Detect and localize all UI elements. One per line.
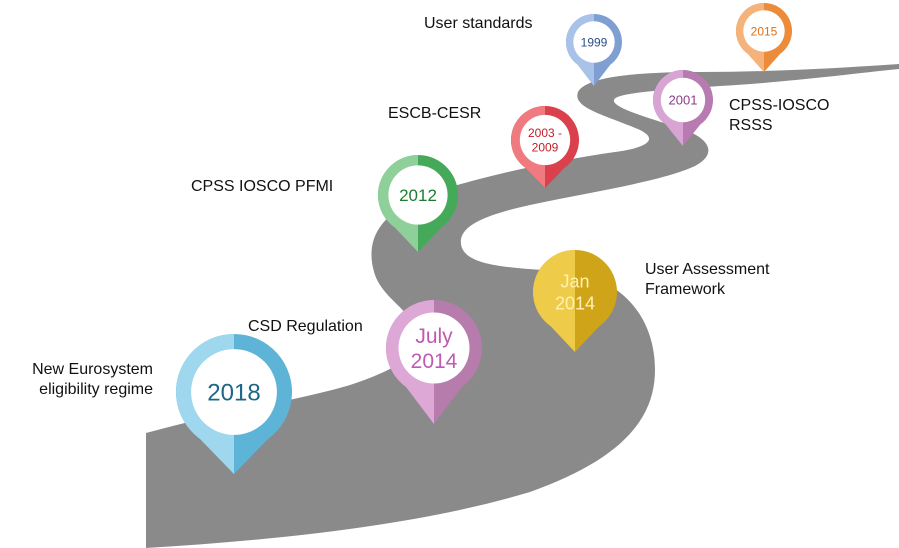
- milestone-label-line: User standards: [424, 15, 533, 32]
- pin-date-text: 2015: [751, 24, 778, 38]
- pin-inner-circle: [519, 114, 571, 166]
- milestone-label-line: RSSS: [729, 117, 773, 134]
- milestone-label-line: Framework: [645, 281, 726, 298]
- milestone-label-line: eligibility regime: [39, 381, 153, 398]
- pin-date-text: 2014: [411, 350, 458, 373]
- pin-inner-circle: [191, 349, 277, 435]
- pin-inner-circle: [660, 77, 706, 123]
- milestone-label-m2001: CPSS-IOSCO RSSS: [729, 96, 829, 136]
- milestone-label-m2003: ESCB-CESR: [388, 104, 481, 124]
- pin-date-text: 2001: [669, 93, 698, 108]
- milestone-label-m2012: CPSS IOSCO PFMI: [191, 177, 333, 197]
- pin-highlight: [532, 250, 575, 352]
- pin-date-text: 1999: [581, 35, 608, 49]
- milestone-label-line: New Eurosystem: [32, 361, 153, 378]
- milestone-label-line: CSD Regulation: [248, 318, 363, 335]
- pin-inner-circle: [398, 312, 470, 384]
- pin-m2003: 2003 -2009: [510, 106, 579, 188]
- pin-date-text: Jan: [560, 272, 589, 292]
- milestone-label-line: CPSS IOSCO PFMI: [191, 178, 334, 195]
- pin-m2015: 2015: [736, 3, 792, 73]
- pin-inner-circle: [743, 10, 785, 52]
- pin-date-text: 2018: [207, 380, 260, 407]
- milestone-label-line: CPSS-IOSCO: [729, 97, 830, 114]
- pin-date-text: 2003 -: [528, 126, 562, 140]
- milestone-label-line: User Assessment: [645, 261, 770, 278]
- pin-inner-circle: [573, 21, 615, 63]
- pin-inner-circle: [388, 165, 448, 225]
- pin-date-text: July: [415, 325, 453, 348]
- pin-m2018: 2018: [175, 334, 293, 474]
- pin-m2001: 2001: [653, 69, 713, 146]
- milestone-label-m1999: User standards: [424, 14, 533, 34]
- milestone-label-m2018: New Eurosystem eligibility regime: [10, 360, 153, 400]
- milestone-label-line: ESCB-CESR: [388, 105, 482, 122]
- pin-m2012: 2012: [378, 155, 459, 252]
- milestone-label-mjul2014: CSD Regulation: [248, 317, 363, 337]
- road: [146, 64, 899, 548]
- pin-m1999: 1999: [566, 14, 622, 87]
- pin-date-text: 2014: [555, 293, 595, 313]
- pin-date-text: 2009: [532, 141, 559, 155]
- pin-date-text: 2012: [399, 186, 437, 205]
